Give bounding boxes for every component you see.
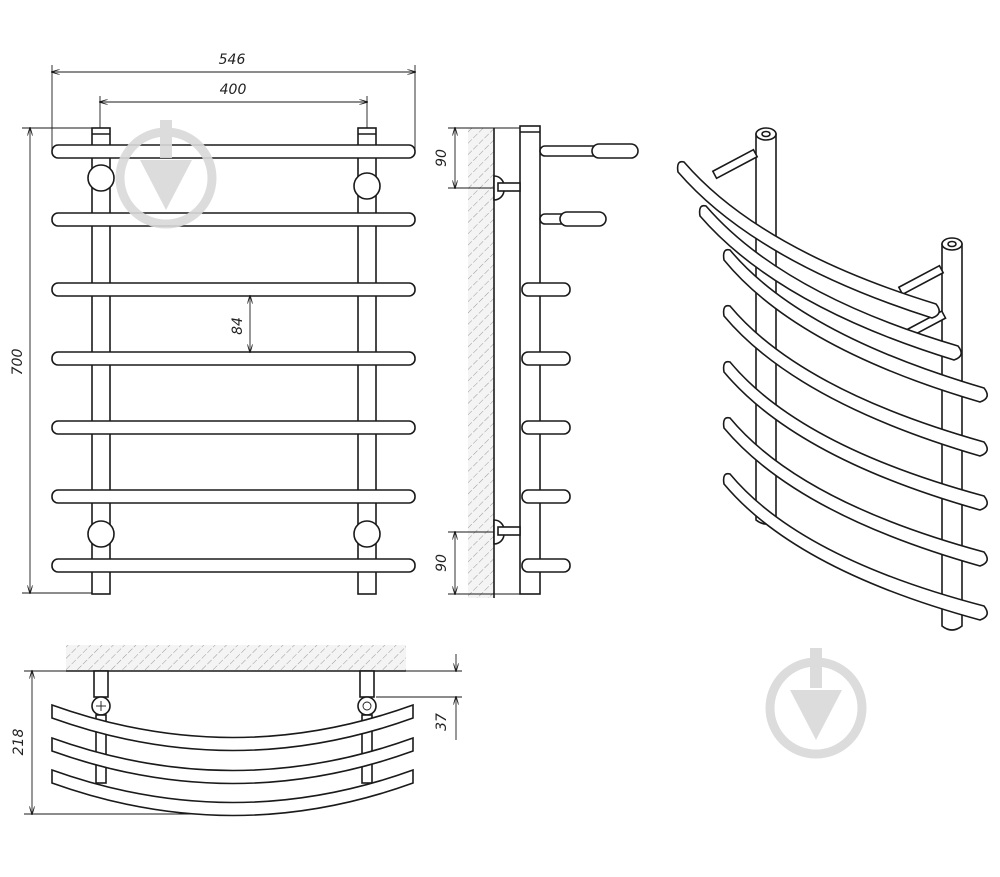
- dimension-mount-spacing: 400: [100, 82, 367, 128]
- front-view: 546 400 700: [10, 52, 416, 595]
- wall-bracket-top-left: [87, 164, 115, 192]
- iso-rail: [722, 248, 988, 403]
- iso-rail: [722, 360, 988, 511]
- dimension-label-90-bottom: 90: [434, 554, 450, 572]
- dimension-rail-spacing: 84: [230, 296, 250, 352]
- dimension-label-37: 37: [434, 713, 450, 731]
- rail: [51, 420, 416, 435]
- wall-bracket-bottom-left: [87, 520, 115, 548]
- bracket-screw-right: [357, 696, 377, 716]
- rail: [51, 282, 416, 297]
- side-rail-end: [521, 420, 571, 435]
- wall-section-plan: [66, 645, 406, 671]
- plan-rail: [51, 703, 414, 752]
- iso-rail: [722, 304, 988, 457]
- download-arrow-icon: [115, 120, 217, 229]
- plan-rail: [51, 768, 414, 817]
- side-rail-end: [521, 351, 571, 366]
- rail: [51, 144, 416, 159]
- dimension-overall-height: 700: [10, 128, 100, 593]
- rail: [51, 489, 416, 504]
- side-rail-end: [521, 558, 571, 573]
- wall-bracket-top-right: [353, 172, 381, 200]
- wall-section: [468, 128, 494, 598]
- plan-rail: [51, 736, 414, 785]
- dimension-label-84: 84: [230, 317, 246, 335]
- iso-rail: [722, 416, 988, 567]
- rail: [51, 212, 416, 227]
- side-view: 90 90: [434, 125, 639, 598]
- iso-rail: [676, 160, 940, 319]
- dimension-overall-width: 546: [52, 52, 415, 150]
- iso-rail: [698, 204, 962, 361]
- isometric-view: [676, 127, 988, 631]
- dimension-plan-depth: 218: [11, 671, 200, 814]
- side-rail-end: [521, 489, 571, 504]
- dimension-side-bottom: 90: [434, 532, 520, 594]
- rail: [51, 351, 416, 366]
- iso-rail: [722, 472, 988, 621]
- dimension-label-400: 400: [220, 82, 247, 98]
- dimension-side-top: 90: [434, 128, 520, 188]
- plan-view: 218 37: [11, 645, 462, 817]
- side-rail-end: [521, 282, 571, 297]
- wall-bracket-bottom-right: [353, 520, 381, 548]
- dimension-label-218: 218: [11, 729, 27, 756]
- dimension-plan-offset: 37: [376, 654, 462, 740]
- rail: [51, 558, 416, 573]
- download-arrow-icon: [765, 648, 867, 759]
- iso-rails: [676, 160, 988, 621]
- dimension-label-90-top: 90: [434, 149, 450, 167]
- dimension-label-546: 546: [219, 52, 246, 68]
- dimension-label-700: 700: [10, 349, 26, 376]
